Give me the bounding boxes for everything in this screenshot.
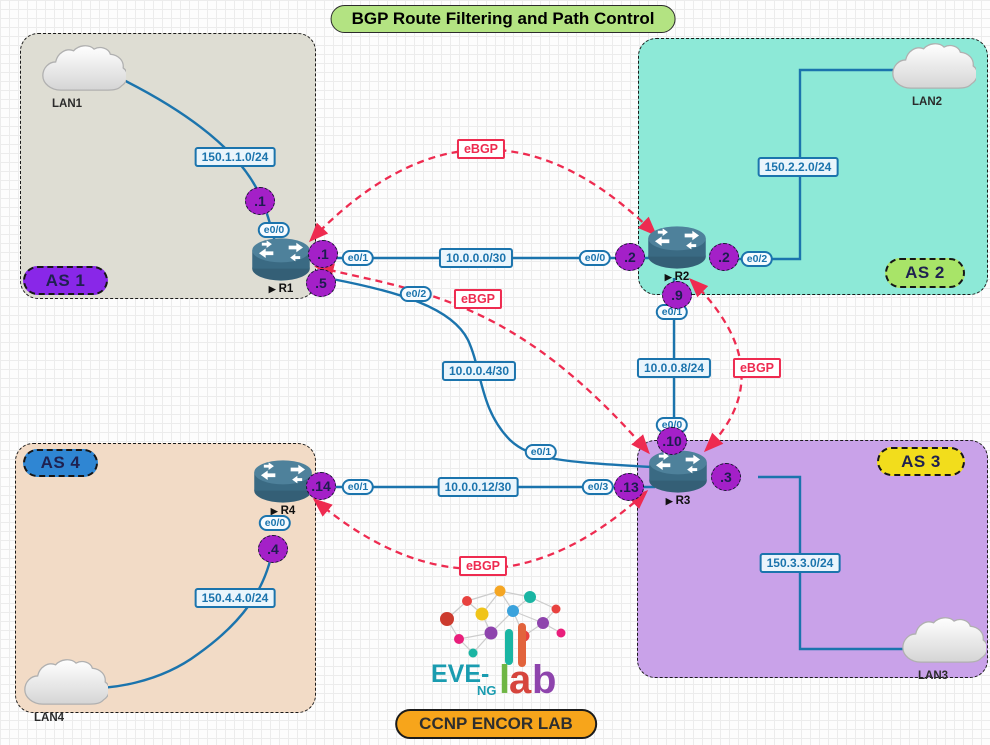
- router-r1[interactable]: ▶R1: [249, 236, 313, 295]
- eve-ng-logo: EVE- NG l a b: [425, 581, 575, 710]
- router-pointer-icon: ▶: [268, 284, 276, 294]
- as4-badge: AS 4: [23, 449, 98, 477]
- octet-r1-r3link: .5: [306, 269, 336, 297]
- octet-r1-r2link: .1: [308, 240, 338, 268]
- subnet-r2-r3: 10.0.0.8/24: [636, 358, 712, 378]
- as3-badge: AS 3: [877, 447, 965, 476]
- lan2-label: LAN2: [912, 96, 943, 108]
- logo-text-eve: EVE-: [431, 660, 489, 688]
- lab-banner: CCNP ENCOR LAB: [395, 709, 597, 739]
- octet-r2-r3link: .9: [662, 281, 692, 309]
- lan4-cloud[interactable]: LAN4: [22, 658, 108, 724]
- octet-r2-r1link: .2: [615, 243, 645, 271]
- ebgp-label-r4-r3: eBGP: [458, 556, 508, 576]
- subnet-r1-r2: 10.0.0.0/30: [438, 248, 514, 268]
- iface-r3-e03: e0/3: [581, 479, 615, 495]
- logo-text-l: l: [499, 658, 510, 702]
- ebgp-label-r1-r2: eBGP: [456, 139, 506, 159]
- octet-r3-r4link: .13: [614, 473, 644, 501]
- router-name: R1: [278, 283, 294, 295]
- router-icon: [646, 448, 710, 494]
- iface-r4-e01: e0/1: [341, 479, 375, 495]
- logo-text-ng: NG: [477, 683, 497, 698]
- router-pointer-icon: ▶: [664, 272, 672, 282]
- router-r2-label: ▶R2: [645, 271, 709, 283]
- subnet-r4-r3: 10.0.0.12/30: [437, 477, 519, 497]
- octet-r4-r3link: .14: [306, 472, 336, 500]
- logo-text-b: b: [532, 658, 556, 702]
- lan3-cloud[interactable]: LAN3: [900, 616, 986, 682]
- subnet-lan3: 150.3.3.0/24: [759, 553, 841, 573]
- router-name: R3: [675, 495, 691, 507]
- iface-r3-e01: e0/1: [524, 444, 558, 460]
- subnet-lan4: 150.4.4.0/24: [194, 588, 276, 608]
- router-r3-label: ▶R3: [646, 495, 710, 507]
- octet-lan1-r1: .1: [245, 187, 275, 215]
- cloud-icon: [22, 658, 108, 711]
- octet-r3-lan: .3: [711, 463, 741, 491]
- router-icon: [251, 458, 315, 504]
- router-icon: [645, 224, 709, 270]
- lan4-label: LAN4: [34, 712, 65, 724]
- octet-r2-lan: .2: [709, 243, 739, 271]
- cloud-icon: [40, 44, 126, 97]
- ebgp-label-r2-r3: eBGP: [732, 358, 782, 378]
- router-icon: [249, 236, 313, 282]
- router-r4[interactable]: ▶R4: [251, 458, 315, 517]
- lan3-label: LAN3: [918, 670, 949, 682]
- subnet-lan1: 150.1.1.0/24: [194, 147, 276, 167]
- diagram-title: BGP Route Filtering and Path Control: [330, 5, 676, 33]
- subnet-lan2: 150.2.2.0/24: [757, 157, 839, 177]
- as2-badge: AS 2: [885, 258, 965, 288]
- cloud-icon: [890, 42, 976, 95]
- octet-r4-lan: .4: [258, 535, 288, 563]
- router-r1-label: ▶R1: [249, 283, 313, 295]
- router-r3[interactable]: ▶R3: [646, 448, 710, 507]
- iface-r4-e00: e0/0: [258, 515, 292, 531]
- logo-text-a: a: [509, 658, 532, 702]
- subnet-r1-r3: 10.0.0.4/30: [441, 361, 517, 381]
- router-name: R2: [674, 271, 690, 283]
- cloud-icon: [900, 616, 986, 669]
- router-r2[interactable]: ▶R2: [645, 224, 709, 283]
- as1-badge: AS 1: [23, 266, 108, 295]
- eve-ng-logo-graphic: EVE- NG l a b: [431, 585, 566, 702]
- iface-r2-e00: e0/0: [578, 250, 612, 266]
- router-r4-label: ▶R4: [251, 505, 315, 517]
- iface-r1-e01: e0/1: [341, 250, 375, 266]
- iface-r1-e00: e0/0: [257, 222, 291, 238]
- lan2-cloud[interactable]: LAN2: [890, 42, 976, 108]
- lan1-cloud[interactable]: LAN1: [40, 44, 126, 110]
- octet-r3-r2link: .10: [657, 427, 687, 455]
- router-pointer-icon: ▶: [665, 496, 673, 506]
- router-pointer-icon: ▶: [270, 506, 278, 516]
- router-name: R4: [280, 505, 296, 517]
- iface-r2-e02: e0/2: [740, 251, 774, 267]
- ebgp-label-r1-r3: eBGP: [453, 289, 503, 309]
- iface-r1-e02: e0/2: [399, 286, 433, 302]
- lan1-label: LAN1: [52, 98, 83, 110]
